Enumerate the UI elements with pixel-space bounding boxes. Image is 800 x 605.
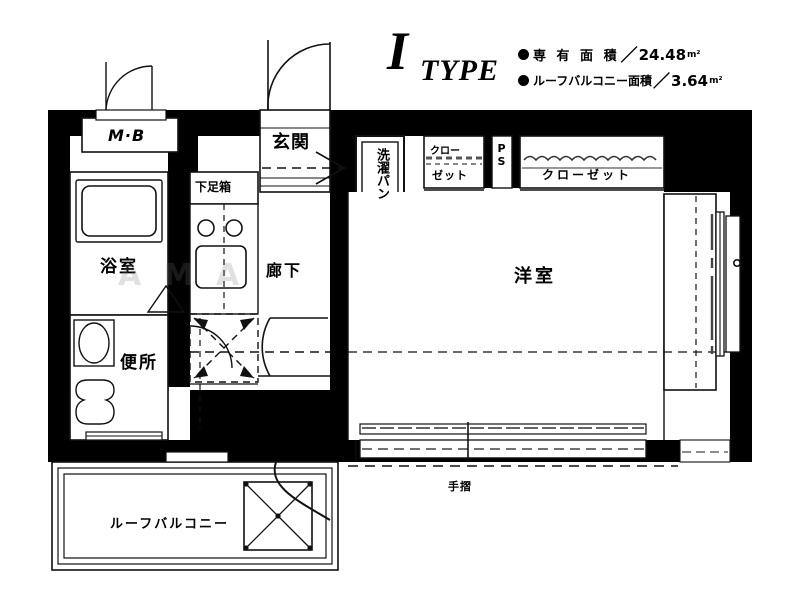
spec-private-area-label: 専 有 面 積 xyxy=(533,49,620,64)
room-label-pipe-shaft: PS xyxy=(495,142,508,168)
spec-roof-balcony-area-slash: ／ xyxy=(653,72,671,92)
spec-roof-balcony-area: ルーフバルコニー面積 ／ 3.64 m² xyxy=(518,68,722,93)
roof-balcony-shape xyxy=(51,451,339,571)
room-label-shoe-cabinet: 下足箱 xyxy=(195,180,232,194)
toilet-shape xyxy=(69,314,169,441)
right-window-shape xyxy=(710,211,741,357)
utility-cross-shape xyxy=(189,313,259,383)
room-label-corridor: 廊下 xyxy=(266,261,303,280)
meter-box-shape xyxy=(81,62,179,153)
closet-large-shape xyxy=(519,135,665,218)
unit-type-word: TYPE xyxy=(420,54,499,87)
room-label-western-room: 洋室 xyxy=(514,266,556,287)
room-label-meter-box: M·B xyxy=(108,126,146,145)
western-room-shape xyxy=(348,192,730,440)
room-label-closet-small-line2: ゼット xyxy=(432,169,468,182)
spec-roof-balcony-area-unit: m² xyxy=(709,75,723,86)
spec-roof-balcony-area-label: ルーフバルコニー面積 xyxy=(533,74,653,88)
filled-circle-bullet-icon xyxy=(518,75,529,86)
room-label-entrance: 玄関 xyxy=(272,132,310,153)
unit-type-letter: I xyxy=(387,21,410,81)
spec-roof-balcony-area-value: 3.64 xyxy=(671,71,709,90)
room-label-washer-pan: 洗濯パン xyxy=(374,148,389,200)
room-label-bathroom: 浴室 xyxy=(100,257,138,277)
spec-private-area-unit: m² xyxy=(687,49,701,60)
room-label-closet-small-line1: クロー xyxy=(430,146,460,157)
corridor-shape xyxy=(189,317,330,430)
plan-header: I TYPE 専 有 面 積 ／ 24.48 m² ルーフバルコニー面積 ／ 3… xyxy=(0,0,800,100)
entrance-shape xyxy=(259,40,350,193)
spec-private-area-slash: ／ xyxy=(620,46,638,66)
room-label-handrail: 手摺 xyxy=(448,480,472,493)
room-label-closet-large: クローゼット xyxy=(542,168,633,182)
room-label-toilet: 便所 xyxy=(120,353,158,373)
spec-private-area: 専 有 面 積 ／ 24.48 m² xyxy=(518,42,700,67)
pipe-shaft-shape xyxy=(491,135,513,189)
handrail-band-shape xyxy=(348,422,678,467)
filled-circle-bullet-icon xyxy=(518,49,529,60)
misc-detail-lines xyxy=(190,192,731,463)
closet-small-shape xyxy=(423,135,485,218)
spec-private-area-value: 24.48 xyxy=(638,45,687,64)
kitchen-unit-shape xyxy=(189,203,259,315)
room-label-roof-balcony: ルーフバルコニー xyxy=(110,517,229,532)
